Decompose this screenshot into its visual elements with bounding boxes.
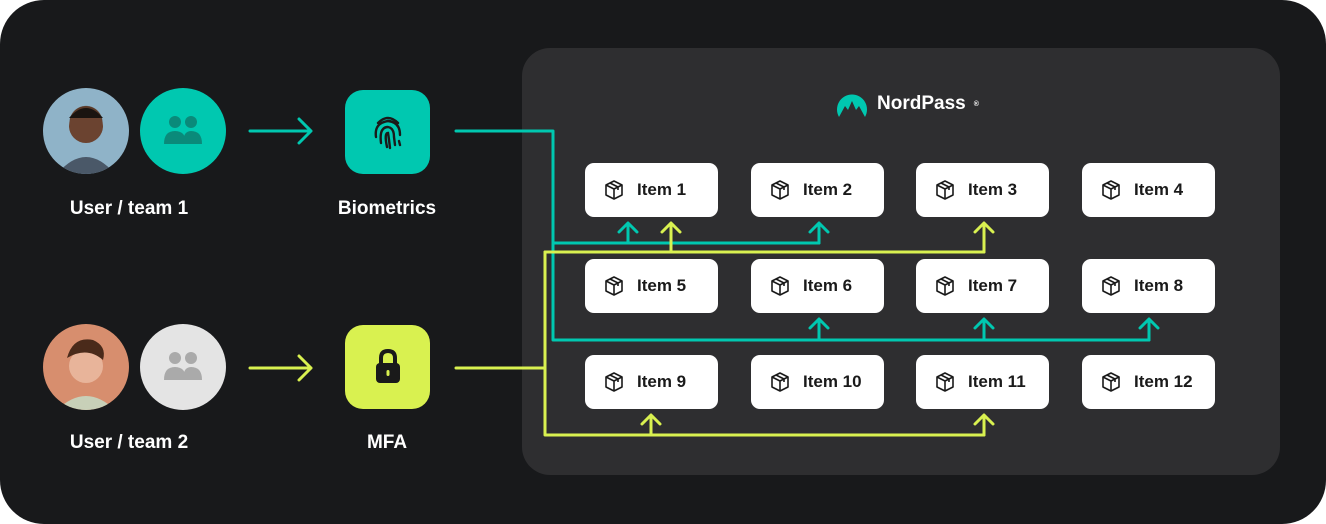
- package-icon: [936, 180, 954, 200]
- vault-item[interactable]: Item 11: [916, 355, 1049, 409]
- mfa-label: MFA: [366, 432, 408, 453]
- vault-item[interactable]: Item 8: [1082, 259, 1215, 313]
- teal-connections: [248, 117, 1160, 342]
- package-icon: [605, 180, 623, 200]
- brand-mark: ®: [973, 100, 979, 108]
- lock-icon: [375, 348, 400, 383]
- user-2-avatar: [43, 324, 129, 410]
- team-2-icon: [140, 324, 226, 410]
- package-icon: [936, 276, 954, 296]
- fingerprint-icon: [374, 116, 401, 150]
- item-label: Item 9: [637, 372, 687, 391]
- user-1-avatar: [43, 88, 129, 174]
- item-label: Item 6: [803, 276, 853, 295]
- item-label: Item 2: [803, 180, 853, 199]
- item-label: Item 5: [637, 276, 687, 295]
- item-label: Item 10: [803, 372, 862, 391]
- mfa-box: [345, 325, 430, 409]
- biometrics-label: Biometrics: [337, 198, 437, 219]
- vault-item[interactable]: Item 5: [585, 259, 718, 313]
- item-label: Item 7: [968, 276, 1018, 295]
- brand-name: NordPass: [877, 93, 966, 114]
- package-icon: [771, 180, 789, 200]
- vault-item[interactable]: Item 9: [585, 355, 718, 409]
- vault-item[interactable]: Item 12: [1082, 355, 1215, 409]
- vault-item[interactable]: Item 2: [751, 163, 884, 217]
- biometrics-box: [345, 90, 430, 174]
- item-label: Item 1: [637, 180, 687, 199]
- package-icon: [605, 276, 623, 296]
- package-icon: [1102, 180, 1120, 200]
- package-icon: [936, 372, 954, 392]
- user-1-label: User / team 1: [69, 198, 189, 219]
- lime-connections: [248, 221, 995, 437]
- vault-item[interactable]: Item 3: [916, 163, 1049, 217]
- item-label: Item 3: [968, 180, 1018, 199]
- package-icon: [605, 372, 623, 392]
- item-label: Item 8: [1134, 276, 1184, 295]
- vault-item[interactable]: Item 10: [751, 355, 884, 409]
- item-label: Item 11: [968, 372, 1026, 391]
- vault-item[interactable]: Item 1: [585, 163, 718, 217]
- user-2-label: User / team 2: [69, 432, 189, 453]
- team-1-icon: [140, 88, 226, 174]
- nordpass-logo: NordPass ®: [835, 90, 979, 118]
- package-icon: [1102, 372, 1120, 392]
- package-icon: [771, 276, 789, 296]
- package-icon: [1102, 276, 1120, 296]
- vault-item[interactable]: Item 4: [1082, 163, 1215, 217]
- package-icon: [771, 372, 789, 392]
- item-label: Item 4: [1134, 180, 1184, 199]
- vault-item[interactable]: Item 7: [916, 259, 1049, 313]
- vault-item[interactable]: Item 6: [751, 259, 884, 313]
- item-label: Item 12: [1134, 372, 1193, 391]
